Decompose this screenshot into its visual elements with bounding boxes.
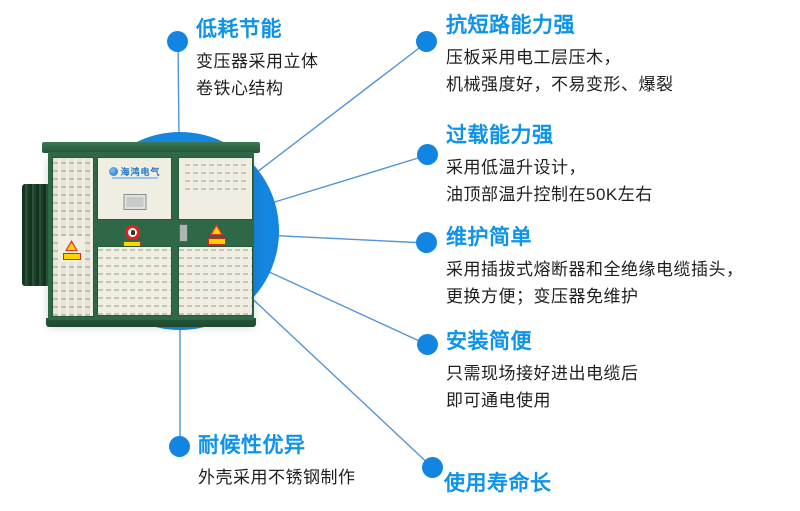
feature-line: 即可通电使用 — [446, 391, 551, 411]
feature-line: 卷铁心结构 — [196, 79, 284, 99]
feature-title: 安装简便 — [446, 330, 532, 353]
feature-title: 使用寿命长 — [444, 472, 552, 495]
feature-callout-short-circuit: 抗短路能力强 压板采用电工层压木， 机械强度好，不易变形、爆裂 — [446, 14, 674, 98]
warning-triangle-icon — [65, 240, 78, 251]
warning-label — [63, 253, 81, 260]
warning-label — [208, 238, 226, 245]
brand-logo: 海鸿电气 — [108, 165, 160, 178]
cabinet-left-door: 海鸿电气 — [95, 157, 172, 316]
right-door-vent-panel — [178, 246, 253, 316]
feature-callout-installation: 安装简便 只需现场接好进出电缆后 即可通电使用 — [446, 330, 639, 414]
feature-line: 机械强度好，不易变形、爆裂 — [446, 75, 674, 95]
cabinet-roof — [42, 142, 260, 153]
vent-grid — [185, 164, 246, 190]
brand-tagline-line — [111, 177, 158, 179]
warning-triangle-icon — [210, 224, 223, 235]
left-door-top-panel: 海鸿电气 — [97, 157, 172, 220]
cabinet-body: 海鸿电气 — [48, 152, 254, 320]
feature-line: 油顶部温升控制在50K左右 — [446, 185, 653, 205]
brand-name: 海鸿电气 — [120, 167, 161, 177]
feature-line: 采用低温升设计， — [446, 158, 586, 178]
callout-dot-icon — [169, 436, 190, 457]
callout-dot-icon — [417, 144, 438, 165]
feature-line: 采用插拔式熔断器和全绝缘电缆插头， — [446, 260, 744, 280]
callout-dot-icon — [416, 232, 437, 253]
sticker-area — [61, 236, 83, 262]
cabinet-base — [46, 318, 256, 327]
right-door-top-panel — [178, 157, 253, 220]
left-door-vent-panel — [97, 246, 172, 316]
feature-line: 压板采用电工层压木， — [446, 48, 621, 68]
feature-callout-low-loss: 低耗节能 变压器采用立体 卷铁心结构 — [196, 18, 319, 102]
meter-display — [123, 194, 146, 210]
feature-callout-overload: 过载能力强 采用低温升设计， 油顶部温升控制在50K左右 — [446, 124, 653, 208]
door-handle — [179, 224, 188, 242]
callout-dot-icon — [417, 334, 438, 355]
no-fire-badge-icon — [125, 225, 140, 240]
feature-title: 耐候性优异 — [198, 434, 306, 457]
callout-dot-icon — [422, 457, 443, 478]
callout-dot-icon — [416, 31, 437, 52]
sun-logo-icon — [108, 167, 118, 176]
callout-dot-icon — [167, 31, 188, 52]
feature-callout-lifespan: 使用寿命长 — [444, 472, 552, 502]
feature-title: 过载能力强 — [446, 124, 554, 147]
feature-title: 维护简单 — [446, 226, 532, 249]
feature-line: 更换方便；变压器免维护 — [446, 287, 639, 307]
radiator-fins — [22, 184, 52, 286]
feature-title: 低耗节能 — [196, 18, 282, 41]
cabinet-right-door — [176, 157, 253, 316]
cabinet-side-panel — [52, 157, 94, 317]
feature-title: 抗短路能力强 — [446, 14, 575, 37]
feature-callout-maintenance: 维护简单 采用插拔式熔断器和全绝缘电缆插头， 更换方便；变压器免维护 — [446, 226, 744, 310]
feature-line: 变压器采用立体 — [196, 52, 319, 72]
transformer-cabinet-image: 海鸿电气 — [16, 140, 268, 332]
feature-line: 外壳采用不锈钢制作 — [198, 468, 356, 488]
feature-callout-weatherproof: 耐候性优异 外壳采用不锈钢制作 — [198, 434, 356, 491]
feature-line: 只需现场接好进出电缆后 — [446, 364, 639, 384]
